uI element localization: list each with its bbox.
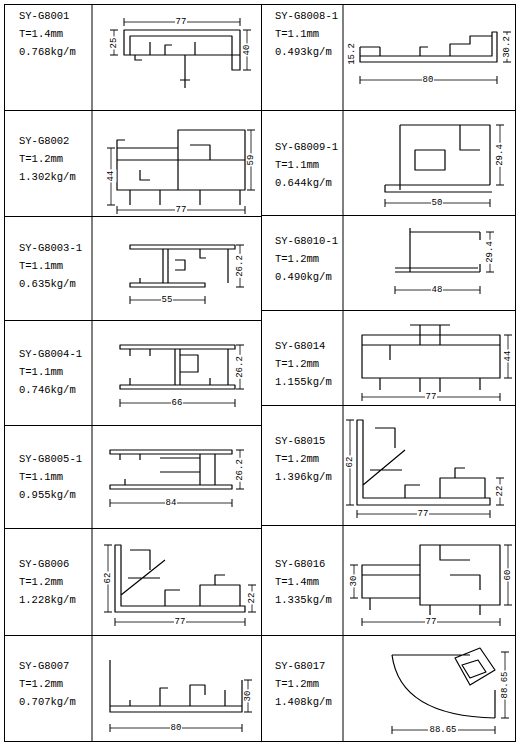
wall-thickness: T=1.2mm	[275, 250, 515, 268]
dimension-label: 77	[425, 617, 438, 627]
wall-thickness: T=1.1mm	[19, 257, 261, 275]
unit-weight: 0.490kg/m	[275, 268, 515, 286]
dimension-label: 48	[431, 285, 444, 295]
unit-weight: 0.635kg/m	[19, 275, 261, 293]
part-code: SY-G8006	[19, 555, 261, 573]
wall-thickness: T=1.4mm	[19, 25, 261, 43]
wall-thickness: T=1.2mm	[19, 150, 261, 168]
dimension-label: 77	[175, 205, 188, 215]
dimension-label: 80	[422, 75, 435, 85]
part-code: SY-G8017	[275, 657, 515, 675]
wall-thickness: T=1.1mm	[275, 25, 515, 43]
profile-cell: SY-G8017T=1.2mm1.408kg/m	[261, 635, 516, 742]
dimension-label: 29.4	[495, 143, 505, 167]
wall-thickness: T=1.1mm	[19, 468, 261, 486]
dimension-label: 59	[246, 154, 256, 167]
dimension-label: 26.2	[235, 458, 245, 482]
unit-weight: 1.155kg/m	[275, 373, 515, 391]
wall-thickness: T=1.2mm	[19, 573, 261, 591]
wall-thickness: T=1.2mm	[275, 355, 515, 373]
profile-cell: SY-G8007T=1.2mm0.707kg/m	[4, 635, 262, 742]
wall-thickness: T=1.1mm	[19, 363, 261, 381]
dimension-label: 88.65	[428, 725, 457, 735]
dimension-label: 77	[175, 17, 188, 27]
unit-weight: 0.493kg/m	[275, 43, 515, 61]
profile-cell: SY-G8004-1T=1.1mm0.746kg/m	[4, 320, 262, 426]
dimension-label: 22	[495, 485, 505, 498]
dimension-label: 26.2	[235, 254, 245, 278]
dimension-label: 77	[417, 509, 430, 519]
dimension-label: 88.65	[500, 670, 510, 699]
dimension-label: 22	[247, 592, 257, 605]
dimension-label: 26.2	[235, 355, 245, 379]
wall-thickness: T=1.2mm	[275, 450, 515, 468]
dimension-label: 55	[161, 295, 174, 305]
dimension-label: 30	[349, 575, 359, 588]
dimension-label: 50	[431, 198, 444, 208]
dimension-label: 84	[165, 498, 178, 508]
dimension-label: 25	[109, 37, 119, 50]
part-code: SY-G8002	[19, 132, 261, 150]
wall-thickness: T=1.1mm	[275, 156, 515, 174]
dimension-label: 66	[171, 398, 184, 408]
dimension-label: 62	[345, 456, 355, 469]
profile-cell: SY-G8016T=1.4mm1.335kg/m	[261, 525, 516, 636]
part-code: SY-G8004-1	[19, 345, 261, 363]
profile-cell: SY-G8002T=1.2mm1.302kg/m	[4, 110, 262, 217]
wall-thickness: T=1.4mm	[275, 573, 515, 591]
profile-cell: SY-G8009-1T=1.1mm0.644kg/m	[261, 110, 516, 216]
unit-weight: 0.768kg/m	[19, 43, 261, 61]
dimension-label: 15.2	[347, 42, 357, 66]
unit-weight: 1.335kg/m	[275, 591, 515, 609]
part-code: SY-G8005-1	[19, 450, 261, 468]
dimension-label: 44	[106, 170, 116, 183]
part-code: SY-G8008-1	[275, 7, 515, 25]
dimension-label: 29.4	[485, 240, 495, 264]
part-code: SY-G8001	[19, 7, 261, 25]
unit-weight: 0.644kg/m	[275, 174, 515, 192]
unit-weight: 1.408kg/m	[275, 693, 515, 711]
unit-weight: 1.228kg/m	[19, 591, 261, 609]
part-code: SY-G8014	[275, 337, 515, 355]
profile-outlines	[110, 30, 500, 718]
profile-cell: SY-G8015T=1.2mm1.396kg/m	[261, 405, 516, 526]
profile-cell: SY-G8010-1T=1.2mm0.490kg/m	[261, 215, 516, 311]
wall-thickness: T=1.2mm	[275, 675, 515, 693]
dimension-label: 40	[242, 44, 252, 57]
part-code: SY-G8009-1	[275, 138, 515, 156]
dimension-label: 30.2	[502, 35, 512, 59]
part-code: SY-G8016	[275, 555, 515, 573]
profile-cell: SY-G8008-1T=1.1mm0.493kg/m	[261, 4, 516, 111]
part-code: SY-G8007	[19, 657, 261, 675]
dimension-label: 77	[174, 617, 187, 627]
profile-cell: SY-G8005-1T=1.1mm0.955kg/m	[4, 425, 262, 529]
unit-weight: 0.955kg/m	[19, 486, 261, 504]
cell-divider	[92, 4, 343, 742]
profile-cell: SY-G8003-1T=1.1mm0.635kg/m	[4, 216, 262, 321]
unit-weight: 1.396kg/m	[275, 468, 515, 486]
dimension-label: 62	[103, 572, 113, 585]
part-code: SY-G8010-1	[275, 232, 515, 250]
profile-cell: SY-G8006T=1.2mm1.228kg/m	[4, 528, 262, 636]
dimension-label: 30	[243, 690, 253, 703]
dimension-label: 44	[503, 350, 513, 363]
profile-cell: SY-G8014T=1.2mm1.155kg/m	[261, 310, 516, 406]
part-code: SY-G8015	[275, 432, 515, 450]
dimension-label: 80	[170, 723, 183, 733]
profile-cell: SY-G8001T=1.4mm0.768kg/m	[4, 4, 262, 111]
unit-weight: 0.707kg/m	[19, 693, 261, 711]
unit-weight: 0.746kg/m	[19, 381, 261, 399]
part-code: SY-G8003-1	[19, 239, 261, 257]
dimension-label: 60	[503, 569, 513, 582]
dimension-label: 77	[425, 392, 438, 402]
wall-thickness: T=1.2mm	[19, 675, 261, 693]
unit-weight: 1.302kg/m	[19, 168, 261, 186]
